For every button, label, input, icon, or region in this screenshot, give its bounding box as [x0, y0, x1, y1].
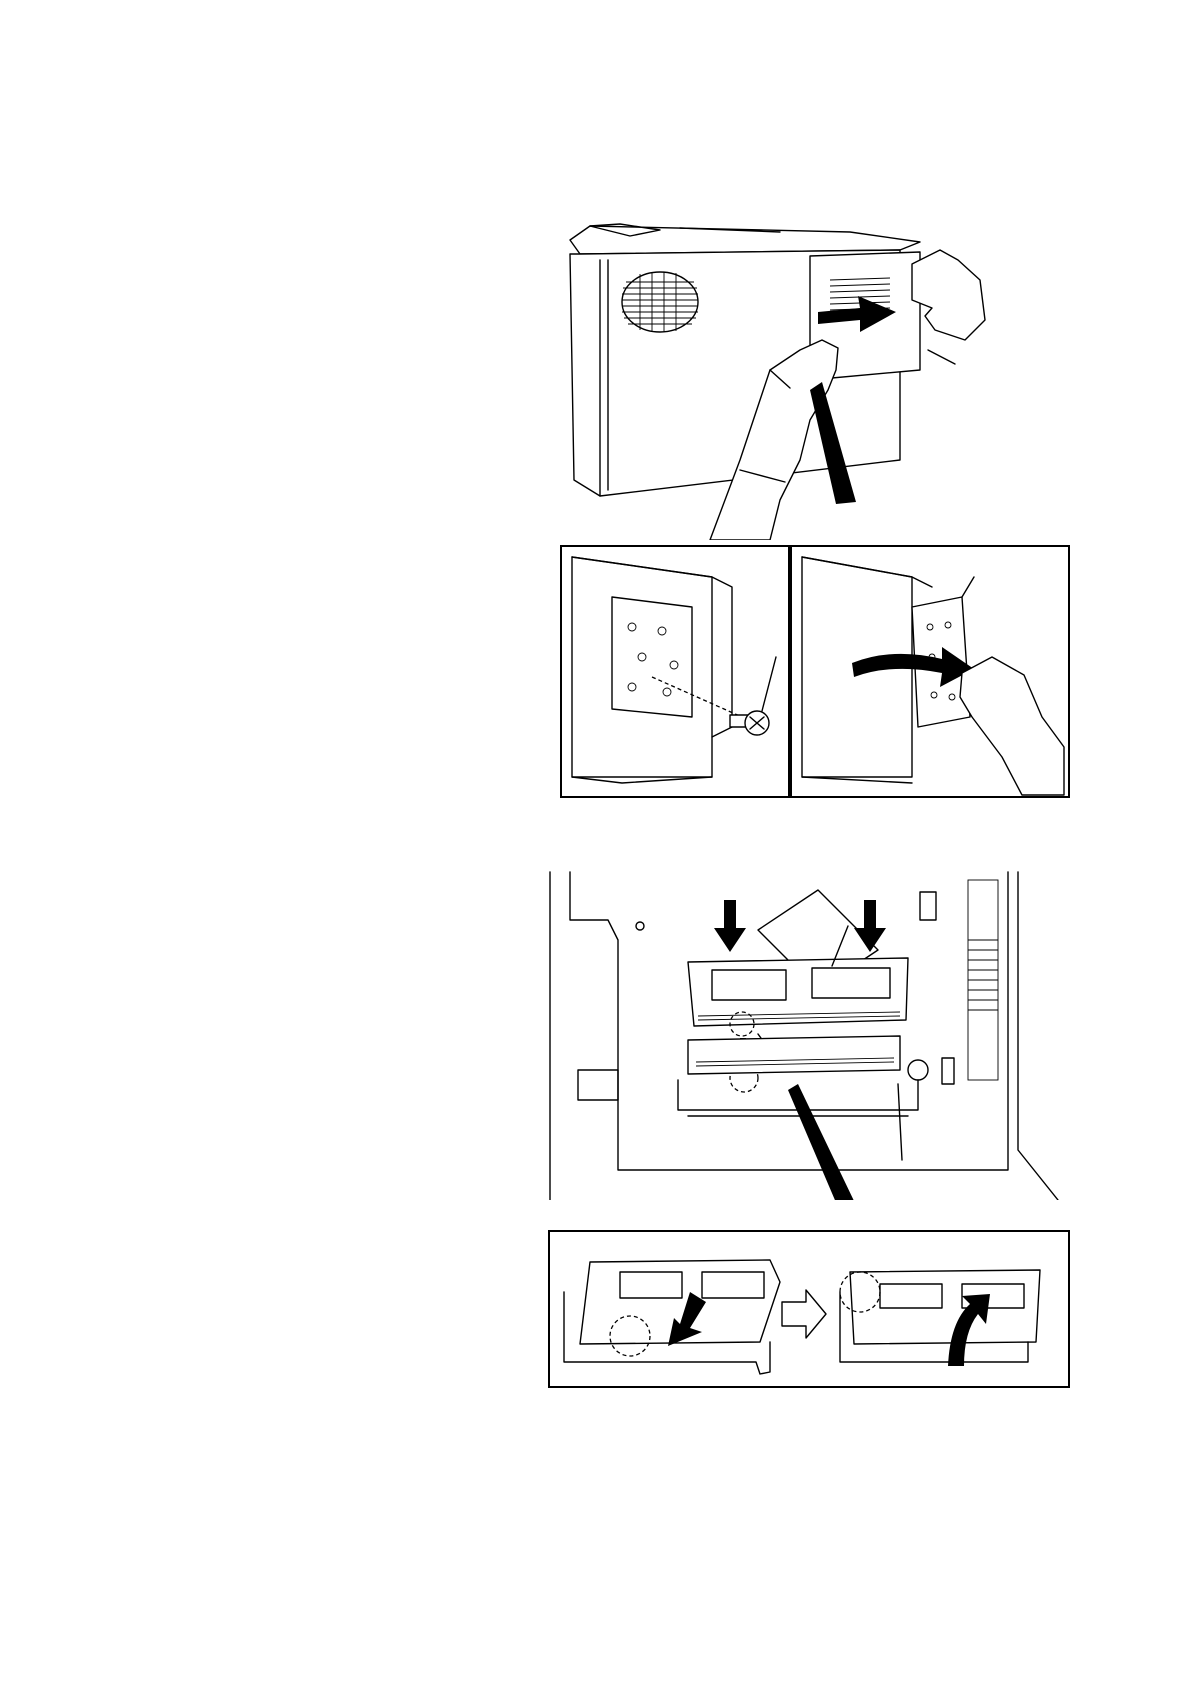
open-panel-illustration — [792, 547, 1068, 796]
insert-memory-illustration — [548, 870, 1068, 1200]
arrow-down-icon — [854, 900, 886, 952]
remove-screw-panel — [560, 545, 790, 798]
arrow-outline-right-icon — [782, 1290, 826, 1338]
arrow-down-icon — [714, 900, 746, 952]
seat-memory-illustration — [550, 1232, 1068, 1386]
hand-icon — [912, 250, 985, 340]
hand-icon — [960, 657, 1064, 795]
open-panel — [790, 545, 1070, 798]
remove-side-cover-illustration — [560, 220, 990, 540]
memory-module-icon — [688, 958, 908, 1026]
seat-memory-panel — [548, 1230, 1070, 1388]
screw-icon — [730, 711, 769, 735]
remove-screw-illustration — [562, 547, 788, 796]
